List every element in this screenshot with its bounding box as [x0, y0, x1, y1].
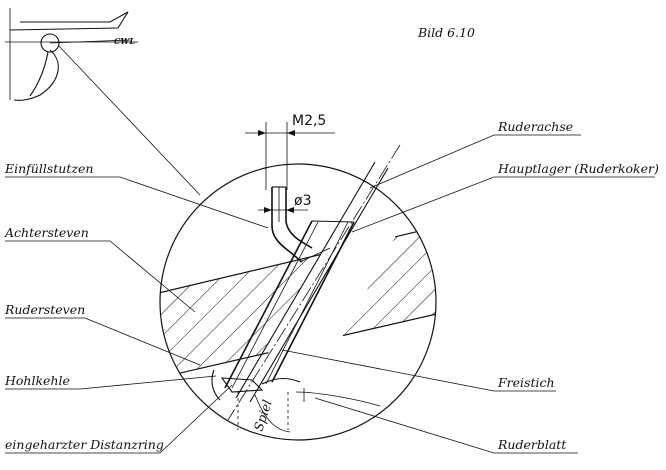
- label-achtersteven: Achtersteven: [4, 225, 89, 240]
- label-ruderblatt: Ruderblatt: [497, 437, 567, 452]
- filler-neck-inner: [285, 187, 313, 249]
- inset-connector-line: [58, 45, 201, 196]
- inset-detail: CWL: [5, 8, 201, 196]
- detail-section: Spiel: [159, 144, 437, 441]
- label-hohlkehle: Hohlkehle: [4, 373, 70, 388]
- left-labels: Einfüllstutzen Achtersteven Rudersteven …: [4, 161, 269, 454]
- rudder-shaft-right: [249, 167, 389, 403]
- leader-achtersteven: [5, 240, 196, 313]
- tube-hatch-line: [299, 247, 331, 263]
- m25-label: M2,5: [292, 113, 326, 129]
- leader-hauptlager: [351, 176, 655, 233]
- spiel-label: Spiel: [251, 398, 275, 433]
- d3-label: ø3: [294, 193, 311, 209]
- tube-inner-left: [231, 221, 319, 389]
- inset-cwl-label: CWL: [114, 36, 135, 46]
- filler-neck-outer: [271, 187, 303, 263]
- m25-arrow-right: [287, 130, 295, 136]
- inset-axis-line: [49, 39, 131, 44]
- tube-inner-right: [265, 221, 349, 385]
- figure-title: Bild 6.10: [417, 25, 475, 40]
- label-freistich: Freistich: [497, 375, 555, 390]
- inset-rudder-blade: [13, 49, 59, 101]
- label-ruderachse: Ruderachse: [497, 119, 573, 134]
- rudder-blade-line: [295, 391, 381, 407]
- hohlkehle-fillet: [211, 369, 221, 401]
- d3-arrow-left: [264, 207, 272, 213]
- leader-rudersteven: [5, 317, 201, 366]
- shaft-centerline: [227, 144, 401, 421]
- tube-top: [311, 220, 355, 223]
- leader-einfuellstutzen: [5, 176, 269, 229]
- inset-hull-top: [9, 11, 129, 31]
- distanzring-shape: [220, 377, 264, 393]
- label-distanzring: eingeharzter Distanzring: [5, 437, 164, 452]
- tube-wall-left: [224, 220, 313, 389]
- label-hauptlager: Hauptlager (Ruderkoker): [497, 161, 659, 176]
- m25-arrow-left: [258, 130, 266, 136]
- leader-freistich: [281, 349, 556, 392]
- detail-circle: [159, 163, 437, 441]
- filler-neck: M2,5 ø3: [245, 113, 335, 263]
- spiel-guide: [254, 394, 291, 433]
- label-rudersteven: Rudersteven: [4, 302, 85, 317]
- right-labels: Ruderachse Hauptlager (Ruderkoker) Freis…: [281, 119, 659, 454]
- inset-rudder-edge: [29, 51, 49, 97]
- d3-arrow-right: [286, 207, 294, 213]
- freistich-edge: [261, 377, 301, 385]
- leader-ruderachse: [369, 134, 581, 189]
- leader-ruderblatt: [314, 397, 578, 454]
- tube-cutout: [265, 170, 420, 380]
- rudder-shaft-left: [235, 161, 376, 399]
- leader-distanzring: [5, 384, 233, 454]
- label-einfuellstutzen: Einfüllstutzen: [4, 161, 93, 176]
- leader-hohlkehle: [5, 375, 217, 390]
